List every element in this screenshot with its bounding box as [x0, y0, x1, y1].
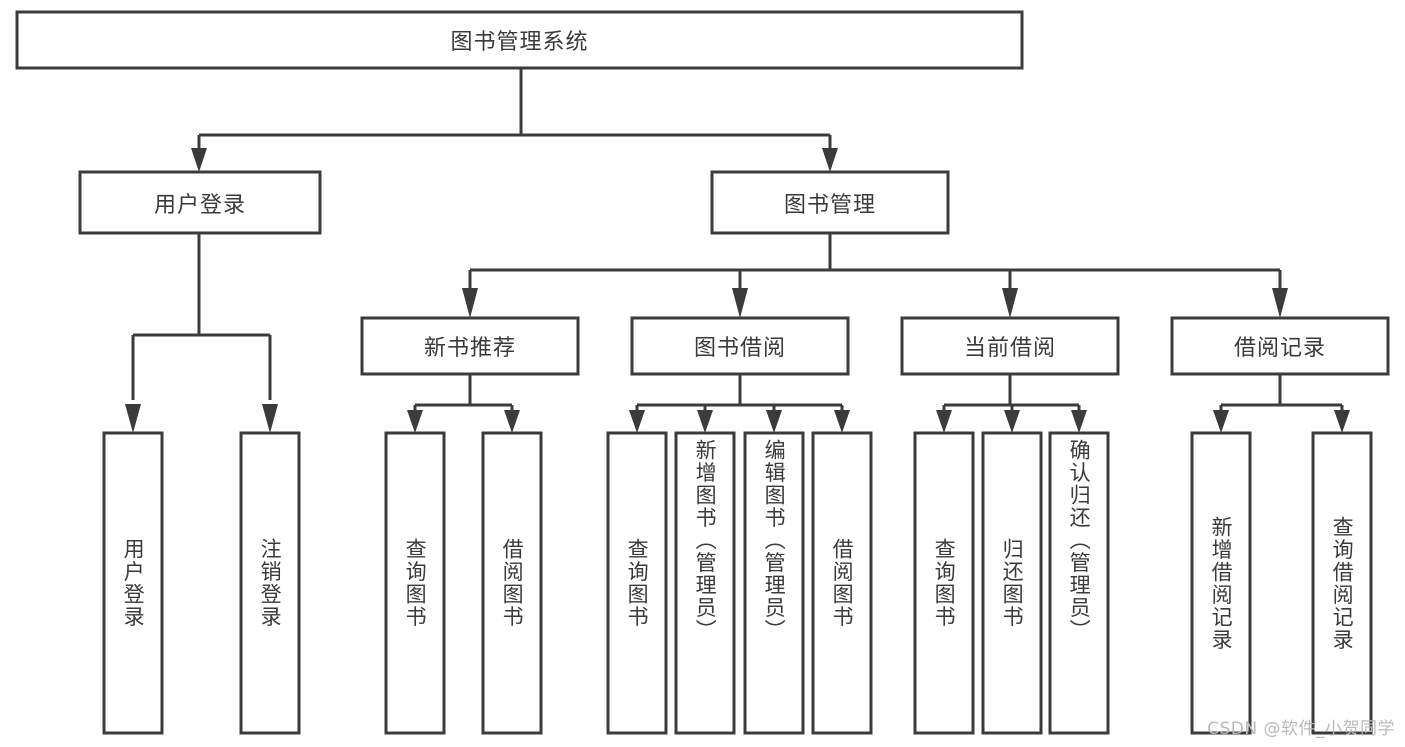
arrow-head-leaf-user-login: [125, 404, 141, 433]
node-root[interactable]: [15, 10, 1024, 70]
arrow-head-book-borrow: [732, 288, 748, 318]
node-book-management[interactable]: [710, 170, 950, 235]
arrow-head-leaf-edit-book: [766, 410, 782, 433]
nodes-layer: [15, 10, 1390, 735]
node-book-borrow[interactable]: [630, 316, 850, 376]
node-borrow-record[interactable]: [1170, 316, 1390, 376]
node-leaf-user-login[interactable]: [102, 431, 164, 735]
arrow-head-leaf-query-book-3: [936, 410, 952, 433]
node-new-book-recommend[interactable]: [360, 316, 580, 376]
arrow-head-user-login: [191, 148, 207, 172]
csdn-watermark: CSDN @软件_小贺同学: [1207, 719, 1395, 739]
arrow-head-book-management: [822, 148, 838, 172]
node-leaf-query-book-2[interactable]: [606, 431, 668, 735]
arrow-head-leaf-logout-login: [262, 404, 278, 433]
node-leaf-borrow-book-1[interactable]: [481, 431, 543, 735]
edges-layer: [125, 69, 1350, 433]
node-leaf-query-book-3[interactable]: [913, 431, 975, 735]
node-leaf-edit-book[interactable]: [743, 431, 805, 735]
arrow-head-borrow-record: [1272, 288, 1288, 318]
arrow-head-leaf-confirm-return: [1071, 410, 1087, 433]
node-leaf-query-borrow-record[interactable]: [1311, 431, 1373, 735]
arrow-head-leaf-query-borrow-record: [1334, 410, 1350, 433]
node-leaf-confirm-return[interactable]: [1048, 431, 1110, 735]
node-leaf-logout-login[interactable]: [239, 431, 301, 735]
arrow-head-leaf-borrow-book-2: [834, 410, 850, 433]
node-leaf-add-borrow-record[interactable]: [1190, 431, 1252, 735]
node-user-login[interactable]: [78, 170, 322, 235]
arrow-head-leaf-add-borrow-record: [1213, 410, 1229, 433]
node-leaf-query-book-1[interactable]: [384, 431, 446, 735]
arrow-head-leaf-query-book-2: [629, 410, 645, 433]
node-leaf-return-book[interactable]: [981, 431, 1043, 735]
node-leaf-borrow-book-2[interactable]: [811, 431, 873, 735]
arrow-head-new-book-recommend: [462, 288, 478, 318]
node-leaf-add-book[interactable]: [674, 431, 736, 735]
arrow-head-leaf-query-book-1: [407, 410, 423, 433]
arrow-head-current-borrow: [1002, 288, 1018, 318]
node-current-borrow[interactable]: [900, 316, 1120, 376]
arrow-head-leaf-return-book: [1004, 410, 1020, 433]
arrow-head-leaf-add-book: [697, 410, 713, 433]
arrow-head-leaf-borrow-book-1: [504, 410, 520, 433]
